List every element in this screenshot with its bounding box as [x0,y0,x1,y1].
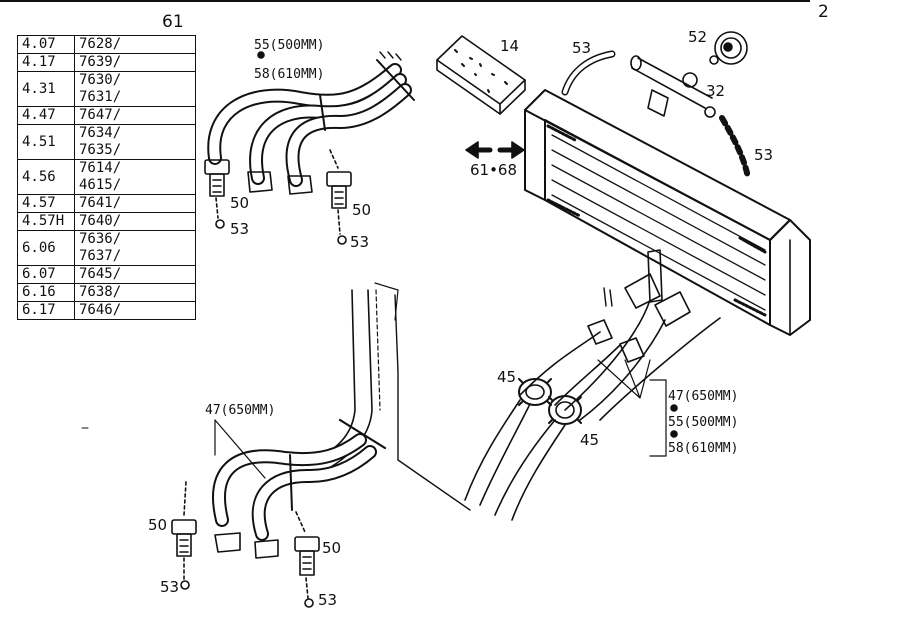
model-cell: 4.56 [17,159,75,195]
fitting-50-b [326,149,352,245]
leader-lines-47 [214,419,266,479]
code-line: 7634/ [79,125,122,141]
double-arrow [465,141,525,159]
callout-45-left: 45 [497,368,516,386]
code-line: 7645/ [79,266,122,282]
code-cell: 7628/ [74,35,196,54]
callout-53-a: 53 [230,220,249,238]
callout-53-b: 53 [350,233,369,251]
callout-50-d: 50 [322,539,341,557]
callout-53-top: 53 [572,39,591,57]
callout-55: 55(500MM) [254,38,324,53]
callout-58-right: 58(610MM) [668,441,738,456]
fitting-50-d [294,511,320,608]
code-cell: 7630/7631/ [74,71,196,107]
code-line: 7628/ [79,36,122,52]
callout-53-right: 53 [754,146,773,164]
callout-50-b: 50 [352,201,371,219]
code-line: 7636/ [79,231,122,247]
code-line: 7640/ [79,213,122,229]
model-cell: 4.47 [17,106,75,125]
code-cell: 7646/ [74,301,196,320]
foam-pad-14 [436,35,526,115]
code-line: 7614/ [79,160,122,176]
code-line: 4615/ [79,177,122,193]
oil-cooler [524,89,811,336]
flange-45-left [518,378,552,406]
hose-bundle-right [464,299,721,521]
code-cell: 7636/7637/ [74,230,196,266]
fitting-50-c [171,481,197,590]
callout-14: 14 [500,37,519,55]
nut-45-area [587,319,645,363]
callout-61-68: 61•68 [470,161,517,179]
model-cell: 6.06 [17,230,75,266]
callout-52: 52 [688,28,707,46]
code-cell: 7645/ [74,265,196,284]
code-cell: 7634/7635/ [74,124,196,160]
callout-53-d: 53 [318,591,337,609]
callout-47-left: 47(650MM) [205,403,275,418]
hose-53-top [561,50,751,181]
code-line: 7637/ [79,248,122,264]
bullet-dot [670,404,678,412]
callout-47-right: 47(650MM) [668,389,738,404]
code-line: 7647/ [79,107,122,123]
bullet-dot [257,51,265,59]
callout-58: 58(610MM) [254,67,324,82]
callout-50-a: 50 [230,194,249,212]
leader-lines-right [597,359,667,457]
callout-32: 32 [706,82,725,100]
page-number: 2 [818,2,829,22]
code-cell: 7614/4615/ [74,159,196,195]
model-cell: 6.16 [17,283,75,302]
code-line: 7641/ [79,195,122,211]
code-line: 7639/ [79,54,122,70]
code-line: 7638/ [79,284,122,300]
hose-assembly-bottom [212,433,377,559]
hose-assembly-top [207,51,415,187]
nut-top-1 [247,171,313,195]
bullet-dot [670,430,678,438]
callout-45-right: 45 [580,431,599,449]
cap-52 [709,31,748,65]
model-cell: 6.17 [17,301,75,320]
model-cell: 4.57H [17,212,75,231]
code-line: 7631/ [79,89,122,105]
code-line: 7630/ [79,72,122,88]
code-line: 7646/ [79,302,122,318]
callout-55-right: 55(500MM) [668,415,738,430]
table-title: 61 [162,12,184,32]
cooler-ports [603,249,691,327]
fitting-50-a [204,159,230,229]
tee-fitting-32 [630,55,716,118]
callout-50-c: 50 [148,516,167,534]
code-line: 7635/ [79,142,122,158]
top-rule [0,0,810,2]
code-cell: 7639/ [74,53,196,72]
flange-45-right [548,395,582,425]
callout-53-c: 53 [160,578,179,596]
